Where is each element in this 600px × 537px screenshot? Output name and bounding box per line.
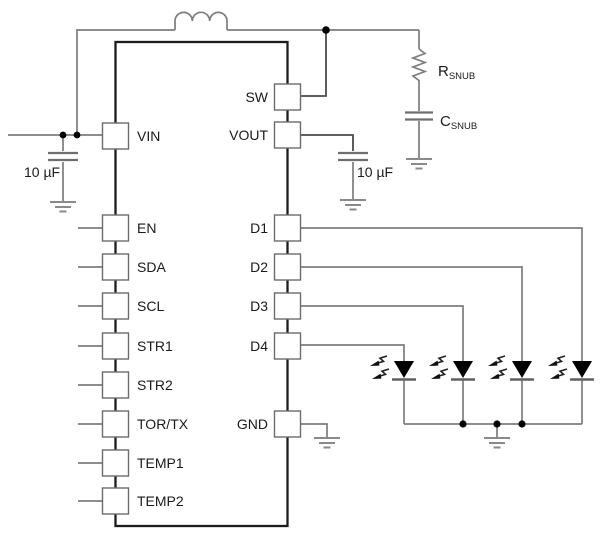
pin-label-str2: STR2: [137, 377, 173, 393]
led-array: [369, 355, 594, 424]
emission-arrow-icon: [547, 355, 566, 367]
pin-box-str2: [101, 371, 130, 399]
component-labels: 10 µF 10 µF RSNUB CSNUB: [24, 63, 477, 180]
emission-arrow-icon: [489, 368, 508, 380]
emission-arrow-icon: [428, 355, 447, 367]
pin-box-d4: [273, 332, 302, 360]
led-icon-4: [547, 355, 594, 424]
pin-box-scl: [101, 292, 130, 320]
pin-label-d2: D2: [250, 259, 268, 275]
pin-label-sda: SDA: [137, 259, 166, 275]
pin-labels: VIN EN SDA SCL STR1 STR2 TOR/TX TEMP1 TE…: [137, 89, 269, 509]
pin-box-str1: [101, 332, 130, 360]
ground-icon-output: [339, 199, 367, 211]
pin-label-temp2: TEMP2: [137, 493, 184, 509]
resistor-icon: [410, 48, 428, 84]
pin-box-vin: [101, 122, 130, 150]
ic-body: [114, 40, 289, 528]
emission-arrow-icon: [369, 355, 388, 367]
ground-icon-led-bus: [483, 437, 511, 449]
junction-dot: [322, 26, 330, 34]
pin-label-gnd: GND: [237, 416, 268, 432]
wire-gnd-pin: [300, 423, 328, 437]
pin-box-sw: [273, 83, 302, 111]
pin-box-sda: [101, 253, 130, 281]
pin-box-vout: [273, 121, 302, 149]
wire-sw-branch: [300, 30, 327, 97]
pin-box-d3: [273, 292, 302, 320]
junction-dot: [459, 420, 467, 428]
ground-icon-gnd-pin: [313, 437, 341, 449]
pin-box-tortx: [101, 410, 130, 438]
emission-arrow-icon: [549, 368, 568, 380]
junction-dots: [59, 26, 526, 428]
pin-box-d2: [273, 253, 302, 281]
junction-dot: [73, 131, 81, 139]
pin-label-temp1: TEMP1: [137, 455, 184, 471]
pin-box-gnd: [273, 410, 302, 438]
pin-label-d1: D1: [250, 220, 268, 236]
emission-arrow-icon: [371, 368, 390, 380]
led-icon-3: [487, 355, 534, 424]
junction-dot: [59, 131, 67, 139]
input-cap-value: 10 µF: [24, 164, 60, 180]
wire-top-loop: [76, 29, 175, 135]
wire-d2: [300, 266, 523, 361]
wire-vout-branch: [300, 134, 354, 151]
led-icon-2: [428, 355, 475, 424]
pin-label-en: EN: [137, 220, 156, 236]
wire-d1: [300, 227, 583, 361]
pin-box-en: [101, 214, 130, 242]
pin-label-vin: VIN: [137, 128, 160, 144]
emission-arrow-icon: [487, 355, 506, 367]
pin-label-scl: SCL: [137, 298, 164, 314]
ground-icon-snub: [405, 158, 433, 170]
junction-dot: [518, 420, 526, 428]
pin-label-vout: VOUT: [229, 127, 268, 143]
capacitor-icon-output: [338, 151, 368, 162]
capacitor-icon-snub: [405, 111, 433, 121]
pin-label-str1: STR1: [137, 338, 173, 354]
emission-arrow-icon: [430, 368, 449, 380]
pin-boxes: [101, 83, 302, 515]
rsnub-label: RSNUB: [438, 63, 475, 82]
wire-d3: [300, 305, 464, 361]
pin-label-d3: D3: [250, 298, 268, 314]
pin-box-temp1: [101, 449, 130, 477]
ground-icon-input: [49, 201, 77, 213]
junction-dot: [493, 420, 501, 428]
pin-box-d1: [273, 214, 302, 242]
led-icon-1: [369, 355, 416, 424]
inductor-icon: [174, 11, 228, 30]
wire-d4: [300, 344, 405, 361]
pin-label-d4: D4: [250, 338, 268, 354]
output-cap-value: 10 µF: [357, 164, 393, 180]
csnub-label: CSNUB: [440, 113, 477, 132]
pin-box-temp2: [101, 487, 130, 515]
capacitor-icon-input: [48, 151, 78, 162]
pin-label-sw: SW: [245, 89, 268, 105]
pin-label-tortx: TOR/TX: [137, 416, 189, 432]
